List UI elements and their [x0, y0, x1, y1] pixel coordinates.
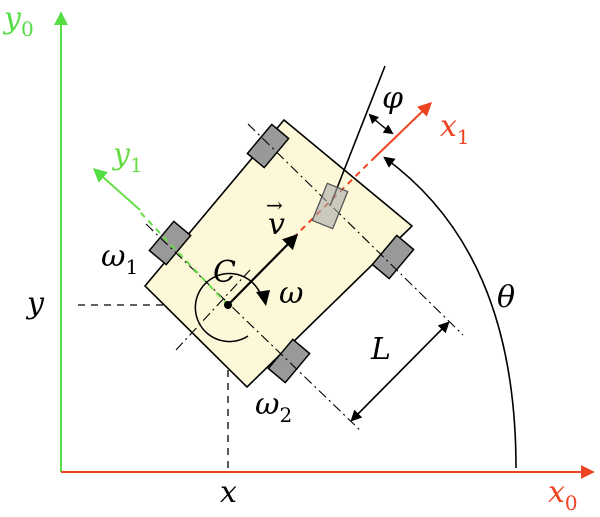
steering-wheel: [311, 182, 349, 230]
center-lateral-dashdot: [175, 269, 251, 351]
label-v-arrow: →: [266, 193, 283, 217]
omega-rotation-arc: [194, 272, 263, 343]
label-theta: θ: [497, 280, 515, 315]
label-v: v: [268, 207, 285, 242]
label-x: x: [220, 475, 237, 510]
label-l: L: [370, 332, 391, 367]
wheel-left: [148, 220, 192, 266]
theta-angle-arc: [383, 156, 517, 469]
center-point-c: [224, 301, 232, 309]
steering-direction-line: [329, 65, 386, 207]
label-x1: x1: [440, 109, 470, 149]
label-omega: ω: [279, 276, 303, 311]
label-y: y: [25, 286, 45, 321]
body-y1-axis-solid: [92, 168, 141, 211]
label-omega2: ω2: [255, 387, 292, 427]
label-y0: y0: [2, 1, 34, 41]
body-x1-axis-solid: [371, 102, 433, 161]
phi-angle-arc: [368, 113, 394, 135]
label-y1: y1: [111, 137, 143, 177]
omega-arrowhead: [256, 290, 270, 306]
length-l-dimension: [350, 321, 450, 422]
label-phi: φ: [382, 81, 403, 116]
label-c: C: [213, 255, 236, 290]
label-omega1: ω1: [101, 239, 138, 279]
wheel-rear-left: [246, 123, 290, 169]
label-x0: x0: [548, 475, 578, 515]
wheel-front-right: [371, 234, 415, 280]
velocity-vector: [227, 233, 299, 306]
front-axle-dashdot: [145, 223, 363, 433]
